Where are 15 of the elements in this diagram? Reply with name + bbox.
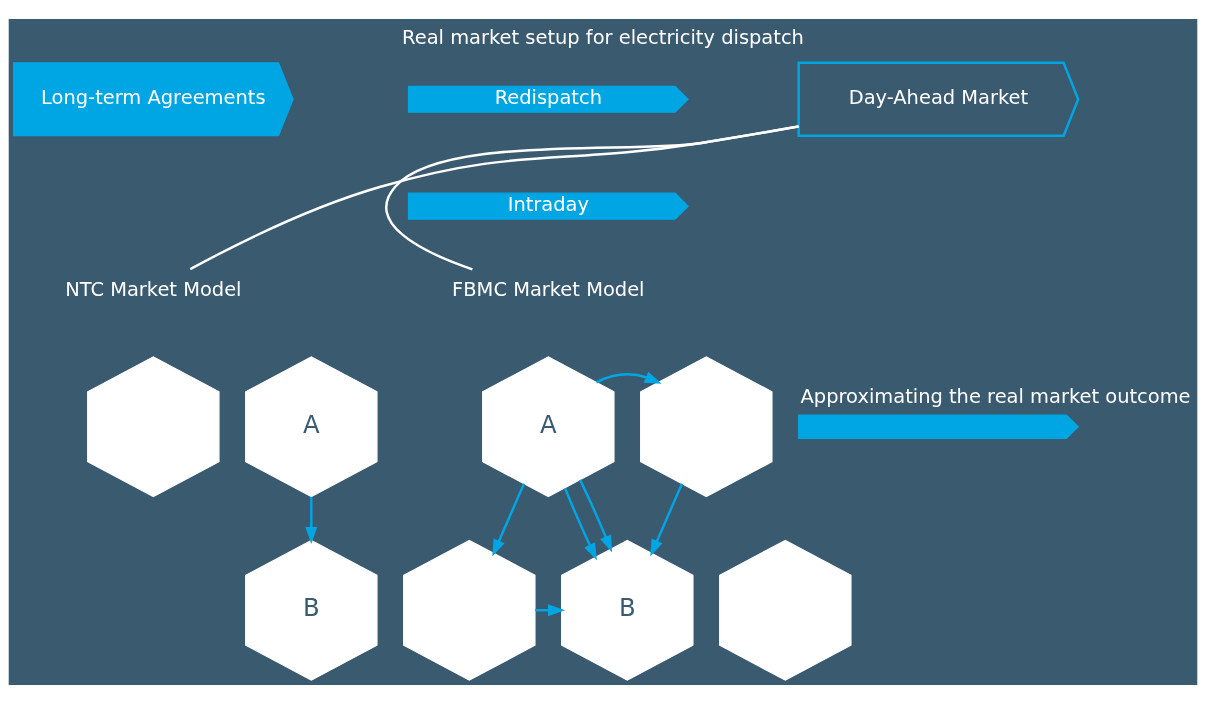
diagram-title: Real market setup for electricity dispatch xyxy=(402,26,804,50)
arrow xyxy=(595,371,662,384)
arrow xyxy=(650,483,684,557)
connector xyxy=(385,125,799,271)
connector xyxy=(189,125,799,271)
arrow xyxy=(305,496,318,544)
node-label: Approximating the real market outcome xyxy=(800,384,1191,408)
node-text: FBMC Market Model xyxy=(452,277,645,301)
node-text: NTC Market Model xyxy=(65,277,242,301)
node-hexagon xyxy=(719,539,852,681)
arrow xyxy=(492,483,526,557)
node-hexagon xyxy=(87,356,220,498)
arrow xyxy=(579,479,613,553)
arrow xyxy=(564,487,597,561)
node-arrow xyxy=(798,414,1080,440)
